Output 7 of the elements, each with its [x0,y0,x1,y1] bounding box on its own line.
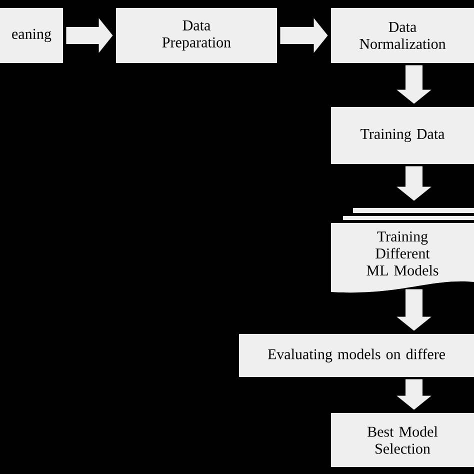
process-box: eaning [0,8,63,63]
process-box: Data Preparation [116,8,277,63]
document-stack: Training Different ML Models [331,208,474,293]
process-box: Evaluating models on differe [239,334,474,377]
process-box: Training Data [331,107,474,164]
process-box: Data Normalization [331,8,474,63]
process-box: Best Model Selection [331,413,474,467]
